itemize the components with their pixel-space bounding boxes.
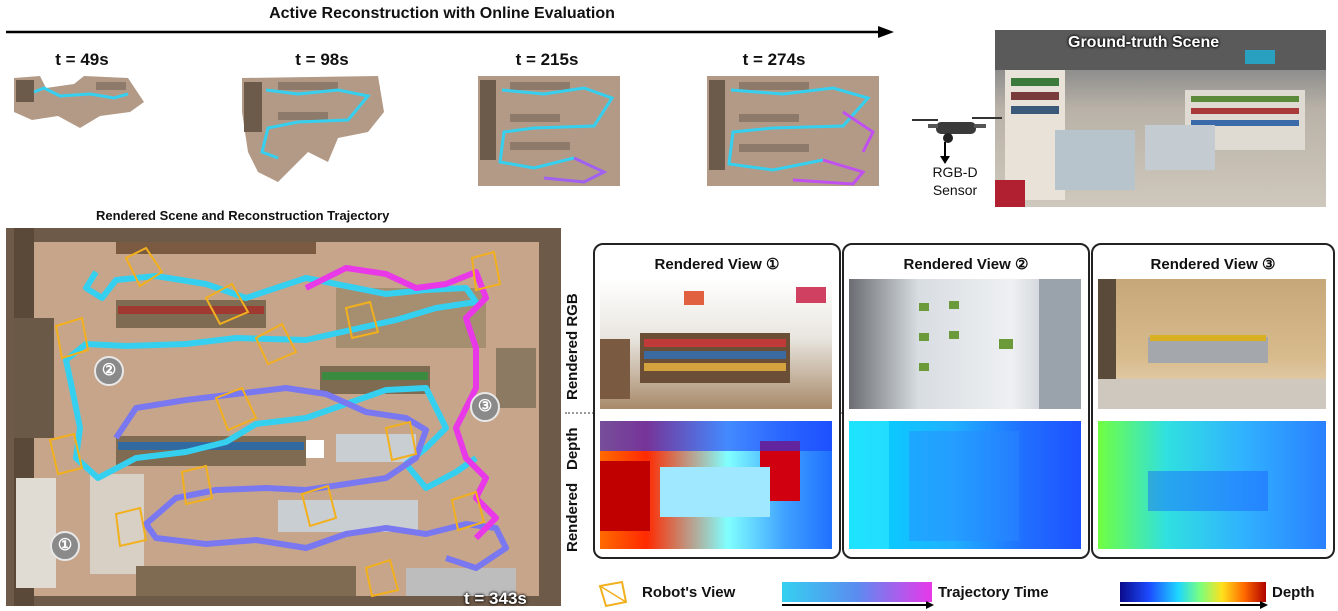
marker-view-3: ③ <box>470 392 500 422</box>
rendered-rgb-3 <box>1098 279 1326 409</box>
row-label-rendered-rgb: Rendered RGB <box>564 293 581 400</box>
partial-reconstruction-49s <box>14 76 144 128</box>
timestep-label-2: t = 98s <box>295 50 349 69</box>
rendered-rgb-1 <box>600 279 832 409</box>
drone-icon <box>912 117 1002 143</box>
trajectory-time-colorbar <box>782 582 932 602</box>
row-label-rendered: Rendered <box>564 482 581 552</box>
sensor-label-line1: RGB-D <box>932 164 978 180</box>
depth-colorbar <box>1120 582 1266 602</box>
rendered-view-panel-1: Rendered View ① <box>593 243 841 559</box>
partial-reconstruction-98s <box>242 76 384 182</box>
rendered-rgb-2 <box>849 279 1081 409</box>
robot-view-legend-label: Robot's View <box>642 584 736 601</box>
header-title: Active Reconstruction with Online Evalua… <box>269 5 615 22</box>
rendered-view-panel-3: Rendered View ③ <box>1091 243 1335 559</box>
rendered-view-title-1: Rendered View ① <box>654 256 780 273</box>
robot-view-legend-icon <box>598 580 628 608</box>
ground-truth-scene-image <box>995 30 1326 207</box>
timestep-label-3: t = 215s <box>515 50 579 69</box>
rendered-depth-1 <box>600 421 832 549</box>
depth-label: Depth <box>1272 584 1315 601</box>
rendered-view-title-3: Rendered View ③ <box>1150 256 1276 273</box>
ground-truth-title: Ground-truth Scene <box>1068 34 1220 51</box>
rendered-view-title-2: Rendered View ② <box>903 256 1029 273</box>
rendered-depth-2 <box>849 421 1081 549</box>
partial-reconstruction-274s <box>707 76 879 186</box>
timestep-label-4: t = 274s <box>742 50 806 69</box>
sensor-arrow <box>940 142 950 164</box>
partial-reconstruction-215s <box>478 76 620 186</box>
row-label-depth: Depth <box>564 427 581 471</box>
timestep-label-1: t = 49s <box>55 50 109 69</box>
rendered-view-panel-2: Rendered View ② <box>842 243 1090 559</box>
marker-view-2: ② <box>94 356 124 386</box>
sensor-label-line2: Sensor <box>932 182 978 198</box>
final-time-label: t = 343s <box>464 589 527 608</box>
trajectory-time-arrow <box>782 601 934 609</box>
trajectory-time-label: Trajectory Time <box>938 584 1049 601</box>
timeline-arrow <box>6 26 894 38</box>
reconstruction-trajectory <box>48 246 509 598</box>
marker-view-1: ① <box>50 531 80 561</box>
sensor-label: RGB-D Sensor <box>922 163 988 199</box>
main-scene-title: Rendered Scene and Reconstruction Trajec… <box>96 208 390 223</box>
depth-arrow <box>1120 601 1268 609</box>
rendered-depth-3 <box>1098 421 1326 549</box>
